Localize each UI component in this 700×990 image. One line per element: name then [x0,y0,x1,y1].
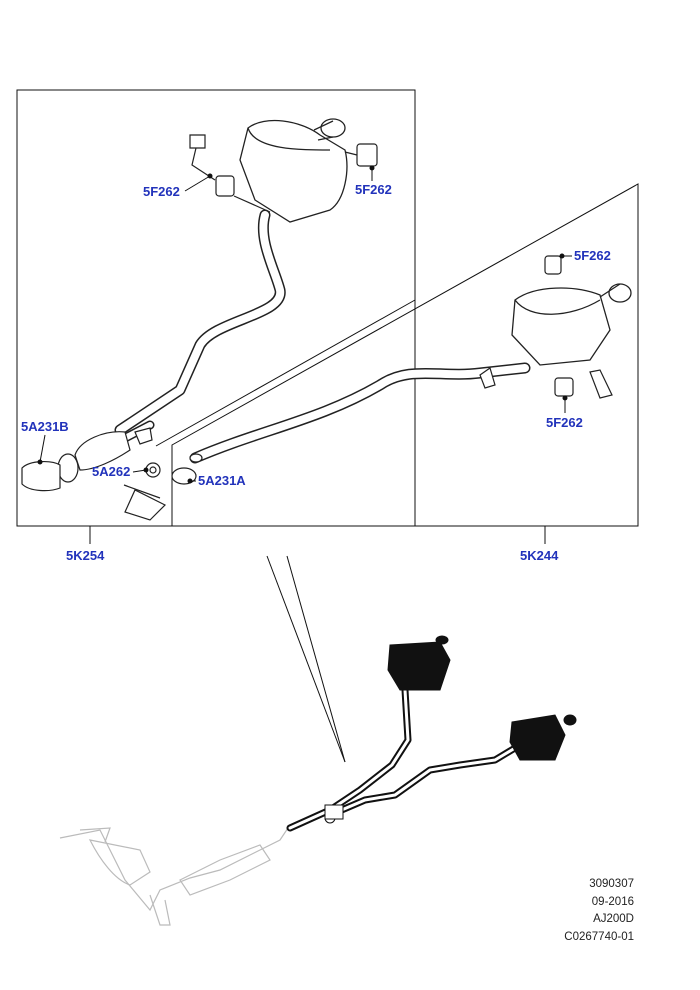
footer-code: 3090307 [589,878,634,890]
right-muffler [511,283,632,366]
callout-left-mount[interactable]: 5A262 [92,464,131,479]
footer-date: 09-2016 [591,896,634,908]
callout-left-front-clamp[interactable]: 5A231B [21,419,69,434]
left-hangers [189,134,378,213]
callout-left-right-clamp[interactable]: 5F262 [355,182,392,197]
right-detail-frame [171,183,639,527]
footer-model: AJ200D [593,913,634,925]
callout-left-upper-clamp[interactable]: 5F262 [143,184,180,199]
overview-exhaust [286,686,524,832]
left-exhaust-pipe [114,209,286,443]
callout-right-upper-clamp[interactable]: 5F262 [574,248,611,263]
left-muffler [239,118,348,223]
callout-right-assembly[interactable]: 5K244 [520,548,559,563]
callout-left-assembly[interactable]: 5K254 [66,548,105,563]
footer-ref: C0267740-01 [564,931,634,943]
overview-mufflers [324,635,577,824]
left-front-components [21,427,167,521]
frame-divider [155,299,416,447]
callout-right-front-clamp[interactable]: 5A231A [198,473,246,488]
overview-faded-front [59,824,291,926]
callout-right-lower-clamp[interactable]: 5F262 [546,415,583,430]
callout-leaders [37,165,572,484]
right-exhaust-pipe [189,362,531,464]
